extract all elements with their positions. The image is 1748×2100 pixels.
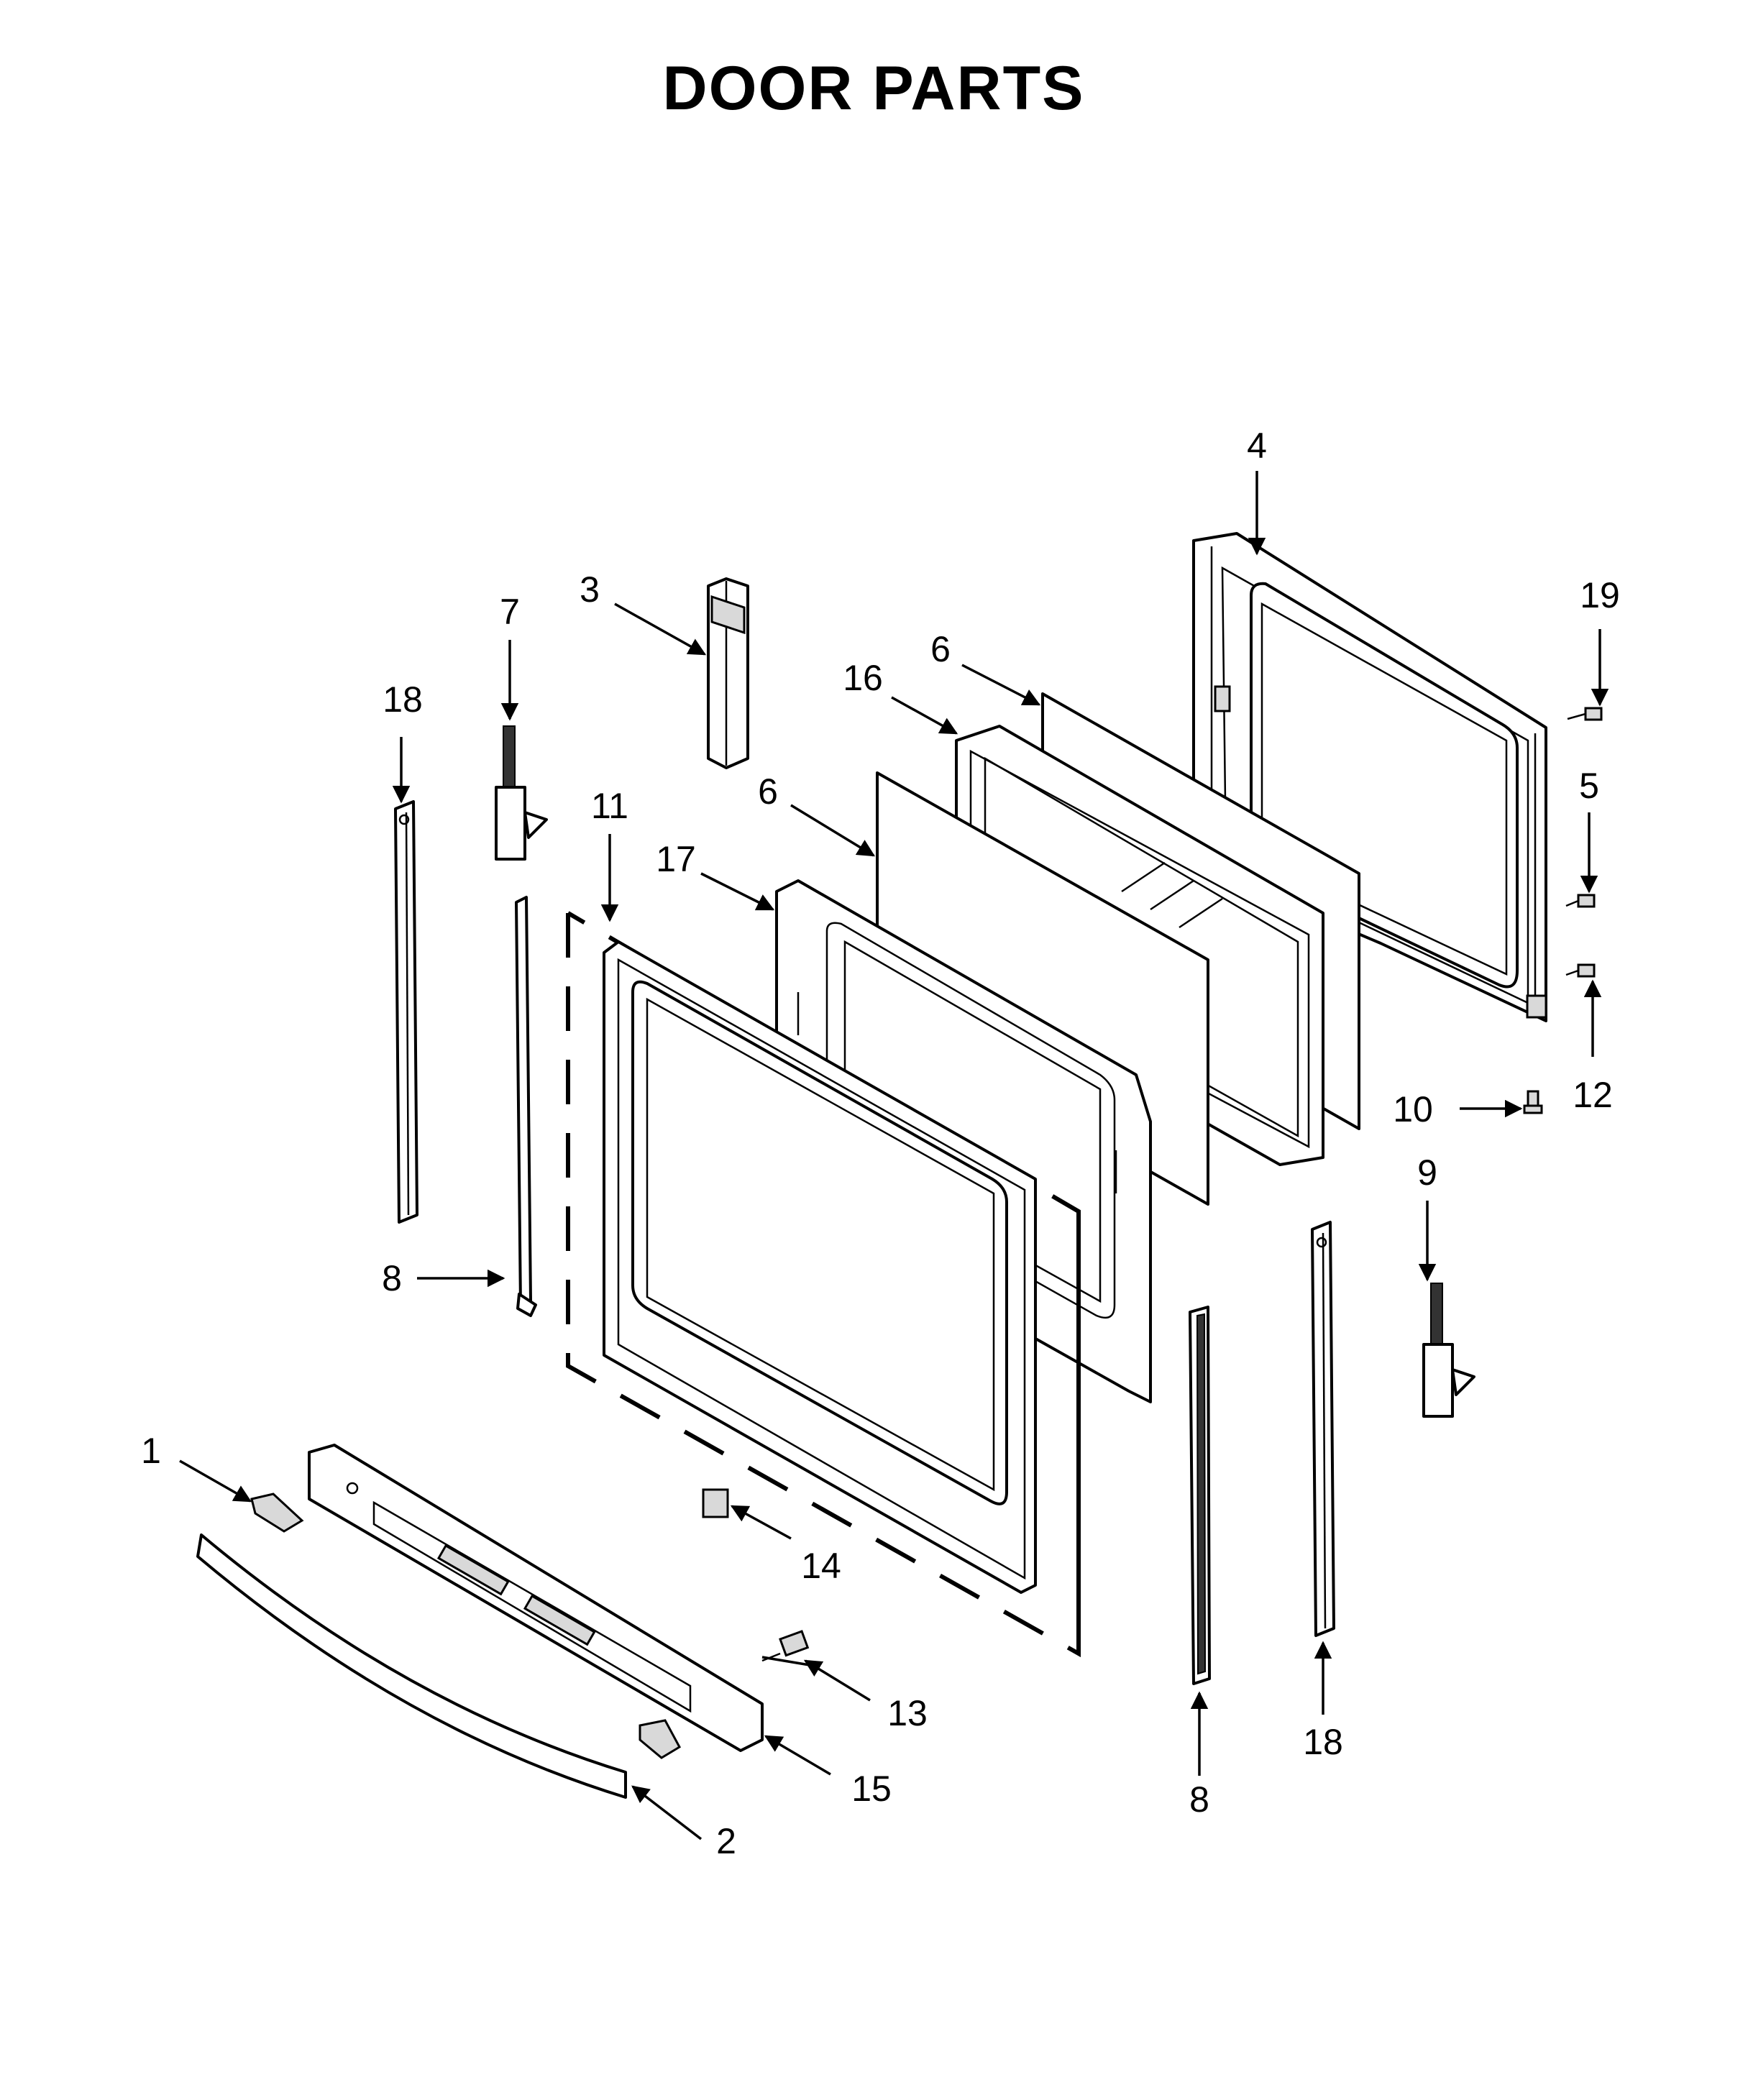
callout-2: 2 [716,1821,736,1861]
leader-lines [179,471,1609,1840]
diagram-title: DOOR PARTS [663,54,1085,123]
part-3-bracket [707,577,749,769]
callout-8a: 8 [382,1258,402,1298]
part-11-outer-door-panel [603,940,1037,1594]
part-9-hinge-right [1422,1283,1475,1418]
callout-6a: 6 [930,629,951,669]
callout-7: 7 [500,592,520,632]
callout-11: 11 [591,786,628,826]
callout-8b: 8 [1189,1779,1209,1820]
callout-10: 10 [1393,1089,1433,1129]
part-10-screw [1523,1090,1543,1114]
part-11-door-outline-dashed [566,911,1081,1658]
part-1-end-cap [250,1493,304,1533]
callout-4: 4 [1247,426,1267,466]
callout-5: 5 [1579,766,1599,806]
part-7-hinge-left [495,725,548,861]
part-12-screw [1565,963,1596,978]
part-8-side-trim-right [1189,1306,1211,1685]
callout-13: 13 [887,1693,928,1733]
part-19-screw [1567,707,1603,721]
callout-18a: 18 [383,679,423,720]
callout-17: 17 [656,839,696,879]
part-8-side-trim-left [515,896,537,1317]
part-2-handle [196,1533,627,1799]
part-5-screw [1565,894,1596,908]
callout-9: 9 [1417,1152,1437,1193]
callout-1: 1 [141,1431,161,1471]
part-18-strip-right [1311,1221,1335,1637]
callout-18b: 18 [1303,1722,1343,1762]
callout-3: 3 [580,569,600,610]
part-18-strip-left [394,800,418,1224]
part-14-clip [702,1488,729,1518]
part-15-handle-bar [308,1444,764,1752]
callout-labels: 1 2 3 4 5 6 6 7 8 8 9 10 11 12 13 14 15 … [141,426,1620,1861]
callout-19: 19 [1580,575,1620,615]
callout-14: 14 [801,1546,841,1586]
callout-12: 12 [1573,1075,1613,1115]
part-13-screw [761,1630,810,1662]
callout-15: 15 [851,1769,892,1809]
callout-6b: 6 [758,771,778,812]
part-15-end-cap [639,1719,682,1759]
callout-16: 16 [843,658,883,698]
